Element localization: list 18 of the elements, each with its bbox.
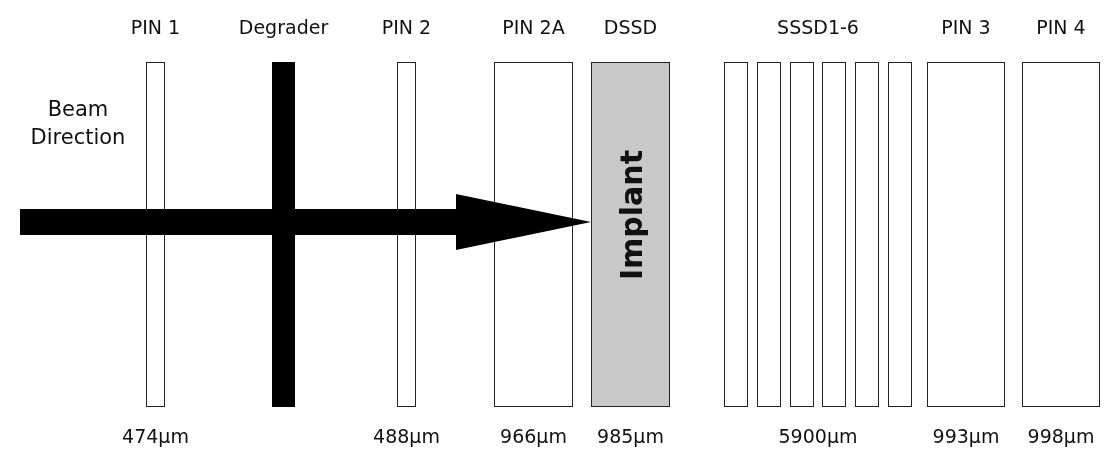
implant-label: Implant [613,149,648,280]
detector-name: PIN 1 [130,16,181,38]
thickness-label: 998μm [1027,425,1095,447]
detector-name: PIN 3 [941,16,991,38]
thickness-label: 985μm [597,425,664,447]
detector-name: PIN 2A [502,16,565,38]
thickness-label: 474μm [122,425,189,447]
thickness-label: 488μm [373,425,440,447]
detector-name: PIN 4 [1036,16,1086,38]
detector-name: SSSD1-6 [777,16,859,38]
beam-arrow [20,194,591,250]
thickness-label: 5900μm [778,425,858,447]
beam-direction-label: Beam Direction [29,96,127,151]
detector-name: PIN 2 [381,16,432,38]
thickness-label: 966μm [500,425,567,447]
thickness-label: 993μm [932,425,1000,447]
detector-name: DSSD [603,16,658,38]
detector-name: Degrader [238,16,329,38]
